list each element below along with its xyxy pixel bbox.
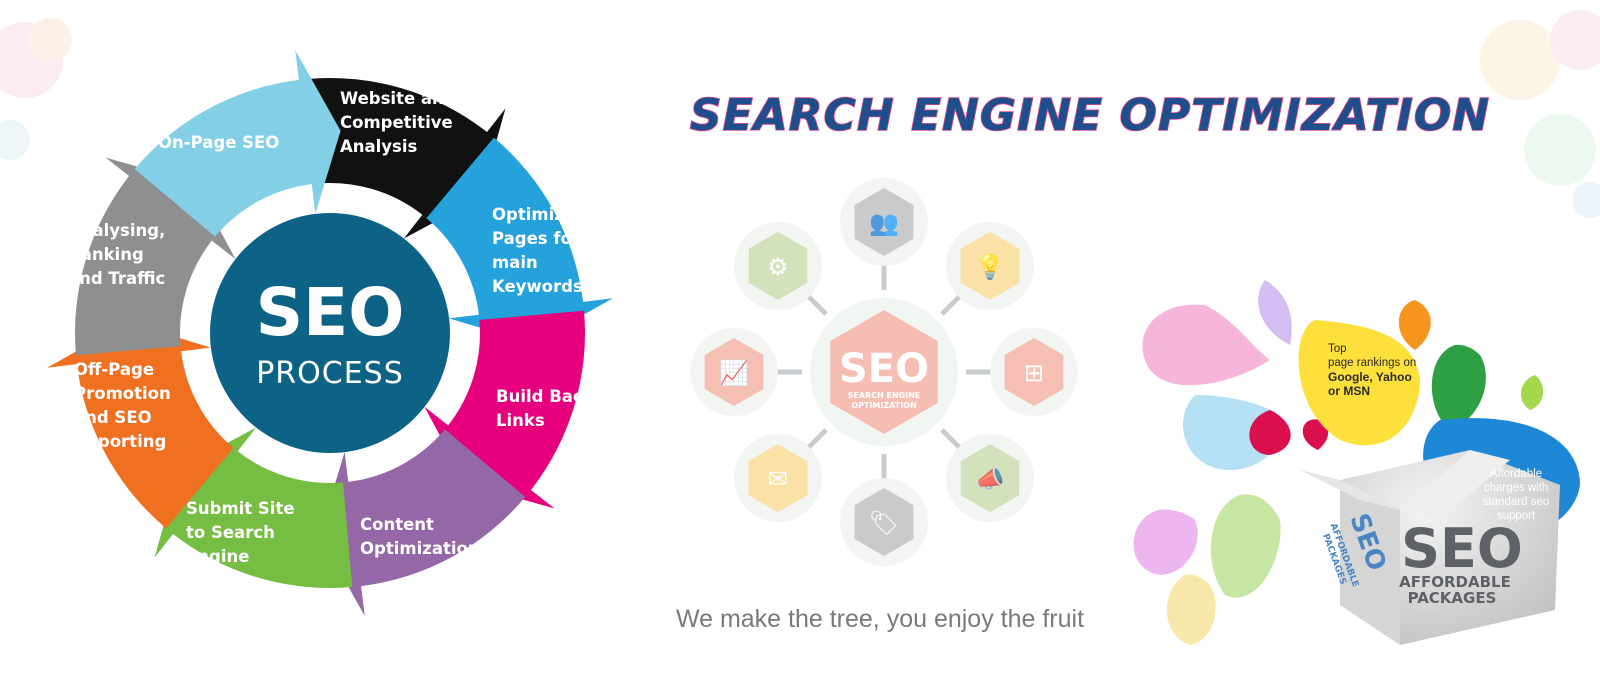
seo-packages-illustration: SEO AFFORDABLE PACKAGES SEO AFFORDABLE P… [1133, 280, 1580, 645]
splash-pale-yellow [1166, 574, 1216, 645]
hub-arrow-shaft [805, 293, 828, 316]
presentation-icon: 📈 [719, 359, 749, 387]
splash-crimson-small [1302, 419, 1329, 450]
bubble-top-line-3: Google, Yahoo [1328, 370, 1412, 384]
users-icon: 👥 [869, 209, 899, 237]
hub-node-users [854, 188, 914, 256]
process-step-label-onpage: On-Page SEO [158, 133, 279, 152]
gear-icon: ⚙ [767, 253, 789, 281]
process-arrow-optimize [426, 137, 613, 344]
hub-node-lightbulb [960, 231, 1020, 300]
bubble-right-line-3: standard seo [1483, 496, 1550, 508]
bubble-right-line-2: charges with [1484, 482, 1549, 494]
process-center-title: SEO [256, 274, 405, 351]
bubble-top-line-2: page rankings on [1328, 357, 1416, 369]
splash-lime [1520, 375, 1544, 410]
hub-center-subtitle-1: SEARCH ENGINE [848, 391, 921, 400]
bubble-top-line-1: Top [1328, 343, 1347, 355]
box-subtitle-2: PACKAGES [1408, 589, 1497, 607]
background-decor-left [0, 18, 72, 160]
hub-center-title: SEO [839, 346, 929, 392]
lightbulb-icon: 💡 [975, 253, 1005, 281]
hub-arrow-shaft [940, 428, 963, 451]
tagline: We make the tree, you enjoy the fruit [676, 605, 1084, 633]
box-title: SEO [1401, 517, 1523, 580]
hub-arrow-shaft [805, 428, 828, 451]
package-box-flap-right [1400, 450, 1510, 520]
hub-node-megaphone [960, 444, 1020, 513]
splash-crimson [1249, 410, 1291, 455]
hub-node-gear [748, 231, 808, 300]
seo-hub-diagram: 👥 💡 ⊞ 📣 🏷 ✉ 📈 ⚙ SEO SEARCH ENGINE OPTIMIZATION [690, 178, 1078, 566]
bubble-right-line-1: Affordable [1490, 468, 1542, 480]
hub-arrow-shaft [940, 293, 963, 316]
background-decor-right [1480, 10, 1600, 218]
hub-node-sitemap [1004, 338, 1064, 406]
hub-center-subtitle-2: OPTIMIZATION [851, 401, 916, 410]
process-center-disc [210, 213, 450, 453]
splash-lavender [1258, 280, 1292, 345]
bubble-right-line-4: support [1497, 510, 1536, 522]
process-arrow-offpage [47, 322, 234, 529]
process-center-subtitle: PROCESS [256, 356, 404, 391]
splash-orchid [1133, 509, 1198, 575]
splash-light-green [1210, 494, 1281, 598]
hub-node-price-tag [854, 488, 914, 556]
price-tag-icon: 🏷 [869, 509, 899, 537]
splash-orange [1398, 300, 1431, 350]
bubble-top-line-4: or MSN [1328, 384, 1370, 398]
page-title: SEARCH ENGINE OPTIMIZATION [690, 90, 1490, 141]
process-arrow-onpage [134, 50, 341, 237]
bubble-yellow [1298, 320, 1420, 446]
hub-node-presentation [704, 338, 764, 406]
package-box-left-face [1340, 480, 1400, 645]
splash-green [1431, 344, 1486, 430]
box-subtitle-1: AFFORDABLE [1399, 573, 1511, 591]
splash-light-blue [1182, 395, 1283, 470]
envelope-icon: ✉ [768, 465, 788, 493]
package-box-flap-left [1300, 470, 1400, 510]
megaphone-icon: 📣 [975, 465, 1005, 493]
process-arrows [47, 50, 613, 616]
process-arrow-content [319, 429, 526, 616]
sitemap-icon: ⊞ [1024, 359, 1044, 387]
splash-pink [1142, 304, 1270, 386]
hub-center-hexagon [830, 310, 938, 434]
hub-node-envelope [748, 444, 808, 513]
hub-nodes: 👥 💡 ⊞ 📣 🏷 ✉ 📈 ⚙ [690, 178, 1078, 566]
